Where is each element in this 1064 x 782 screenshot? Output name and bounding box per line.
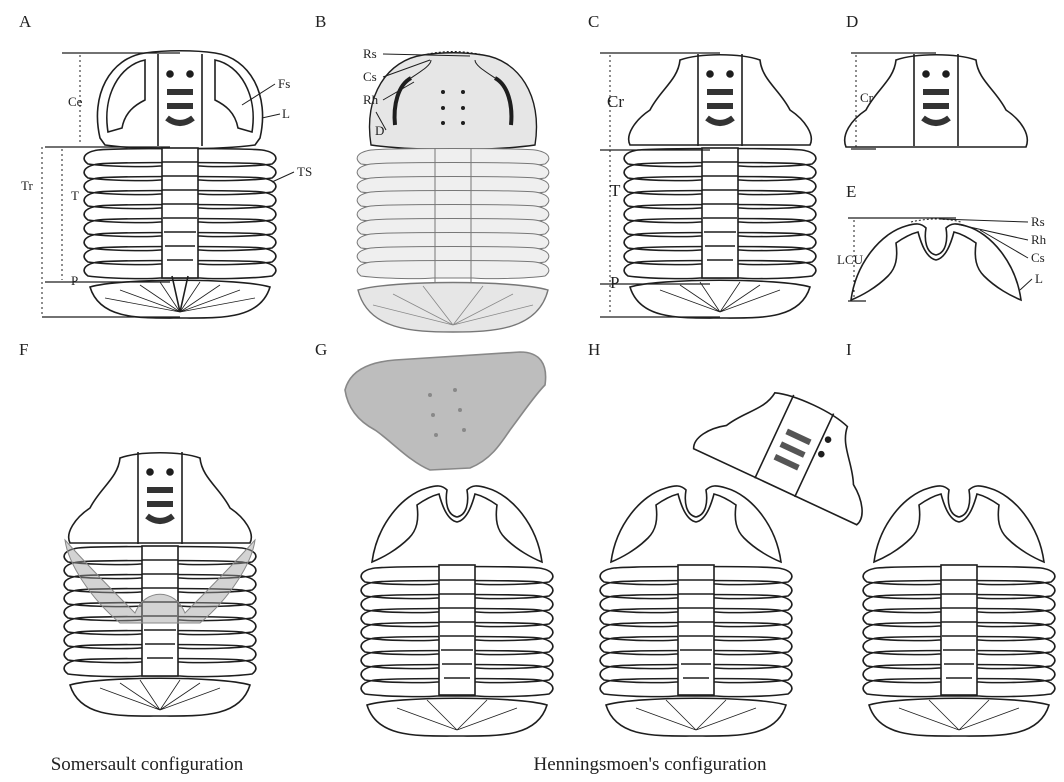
label-e-lcu: LCU — [837, 252, 864, 267]
panel-i — [863, 486, 1055, 736]
panel-e-letter: E — [846, 182, 856, 201]
panel-e — [848, 218, 1021, 301]
caption-somersault: Somersault configuration — [51, 754, 244, 775]
label-b-rh: Rh — [363, 92, 379, 107]
axis-a — [162, 148, 198, 278]
glabellar-furrows — [167, 92, 193, 123]
label-t: T — [71, 188, 79, 203]
panel-h-letter: H — [588, 340, 600, 359]
label-fs: Fs — [278, 76, 290, 91]
label-b-rs: Rs — [363, 46, 377, 61]
flipped-cranidium-h — [692, 366, 896, 527]
panel-f — [64, 452, 256, 716]
panel-f-text: F — [19, 340, 28, 359]
displaced-cranidium-g — [345, 352, 546, 470]
eye-left-dot — [167, 71, 173, 77]
panel-g-letter: G — [315, 340, 327, 359]
glabella-sutures — [158, 54, 202, 146]
label-l: L — [282, 106, 290, 121]
pygidium-a — [90, 280, 270, 318]
lower-cephalic-unit — [851, 224, 1021, 300]
label-p: P — [71, 273, 78, 288]
label-e-cs: Cs — [1031, 250, 1045, 265]
panel-g-text: G — [315, 340, 327, 359]
pygidium-f — [70, 678, 250, 716]
cranidium-c — [629, 55, 812, 145]
thorax-b — [357, 149, 549, 279]
panel-h-text: H — [588, 340, 600, 359]
panel-f-letter: F — [19, 340, 28, 359]
panel-i-text: I — [846, 340, 852, 359]
label-b-cs: Cs — [363, 69, 377, 84]
label-e-l: L — [1035, 271, 1043, 286]
panel-g — [345, 352, 553, 736]
panel-e-text: E LCU Rs Rh Cs L — [837, 182, 1047, 290]
panel-a-letter: A — [19, 12, 32, 31]
panel-i-letter: I — [846, 340, 852, 359]
label-c-p: P — [610, 273, 619, 292]
cranidium-f — [69, 453, 252, 543]
label-d-cr: Cr — [860, 90, 874, 105]
label-c-t: T — [610, 181, 621, 200]
thorax-g — [361, 565, 553, 736]
panel-d-letter: D — [846, 12, 858, 31]
label-e-rh: Rh — [1031, 232, 1047, 247]
label-ts: TS — [297, 164, 312, 179]
lcu-h — [611, 486, 781, 562]
label-ce: Ce — [68, 94, 83, 109]
panel-b-letter: B — [315, 12, 326, 31]
eye-right-dot — [187, 71, 193, 77]
panel-b — [357, 52, 549, 333]
panel-c-text: C Cr T P — [588, 12, 624, 292]
label-c-cr: Cr — [607, 92, 624, 111]
label-e-rs: Rs — [1031, 214, 1045, 229]
thorax-h — [600, 565, 792, 736]
thorax-i — [863, 565, 1055, 736]
panel-d-text: D Cr — [846, 12, 874, 105]
pygidium-c — [630, 280, 810, 318]
lcu-g — [372, 486, 542, 562]
cephalon-outline — [97, 51, 262, 149]
panel-h — [600, 366, 896, 736]
panel-c-letter: C — [588, 12, 599, 31]
lcu-i — [874, 486, 1044, 562]
label-tr: Tr — [21, 178, 33, 193]
caption-henningsmoen: Henningsmoen's configuration — [534, 754, 767, 775]
panel-c — [600, 53, 816, 318]
